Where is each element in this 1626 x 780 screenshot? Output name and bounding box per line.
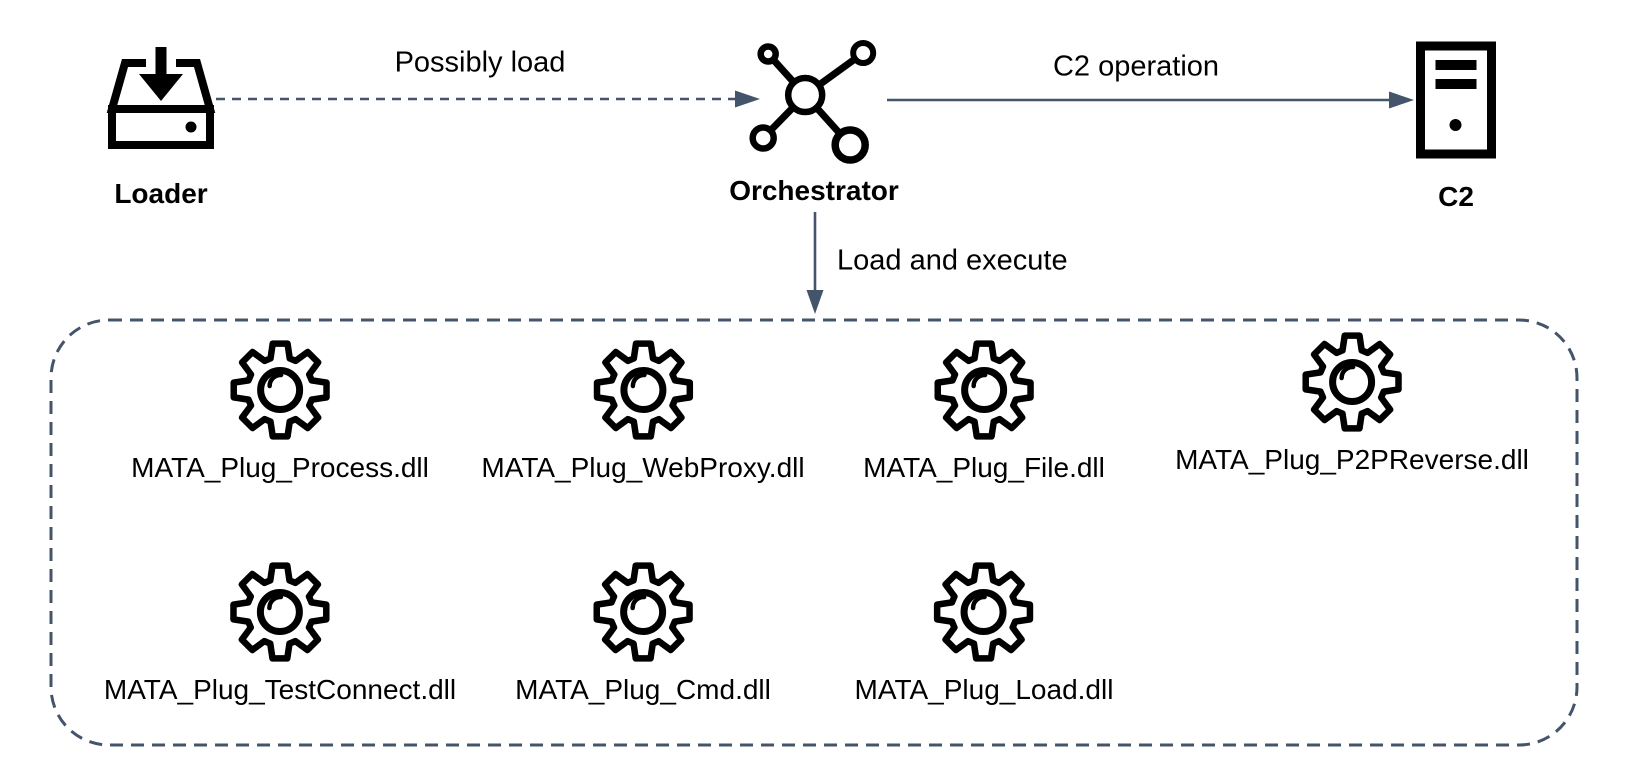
loader-node: Loader bbox=[106, 42, 216, 210]
server-icon bbox=[1416, 41, 1496, 159]
plugin-cmd: MATA_Plug_Cmd.dll bbox=[515, 562, 771, 706]
edge-c2-operation bbox=[887, 91, 1414, 109]
gear-icon bbox=[593, 562, 693, 662]
plugin-file: MATA_Plug_File.dll bbox=[863, 340, 1105, 484]
edge-label-c2-operation: C2 operation bbox=[1052, 50, 1220, 83]
gear-icon bbox=[230, 340, 330, 440]
edge-load-and-execute bbox=[806, 212, 824, 314]
plugin-p2preverse: MATA_Plug_P2PReverse.dll bbox=[1175, 332, 1529, 476]
c2-label: C2 bbox=[1438, 181, 1474, 212]
plugin-testconnect: MATA_Plug_TestConnect.dll bbox=[104, 562, 456, 706]
orchestrator-node: Orchestrator bbox=[729, 35, 899, 207]
plugins-group-border bbox=[49, 318, 1579, 747]
network-hub-icon bbox=[749, 40, 877, 164]
gear-icon bbox=[230, 562, 330, 662]
arrowhead-right-icon bbox=[1389, 91, 1414, 109]
arrowhead-down-icon bbox=[806, 290, 824, 314]
plugin-label: MATA_Plug_WebProxy.dll bbox=[481, 452, 805, 483]
loader-label: Loader bbox=[114, 178, 208, 209]
plugin-label: MATA_Plug_P2PReverse.dll bbox=[1175, 444, 1529, 475]
arrowhead-right-icon bbox=[735, 90, 760, 108]
edge-label-load-and-execute: Load and execute bbox=[837, 244, 1068, 277]
plugin-webproxy: MATA_Plug_WebProxy.dll bbox=[481, 340, 805, 484]
edge-possibly-load bbox=[216, 90, 760, 108]
plugin-label: MATA_Plug_File.dll bbox=[863, 452, 1105, 483]
gear-icon bbox=[934, 562, 1034, 662]
gear-icon bbox=[934, 340, 1034, 440]
plugin-label: MATA_Plug_Cmd.dll bbox=[515, 674, 771, 705]
plugin-load: MATA_Plug_Load.dll bbox=[854, 562, 1114, 706]
plugin-label: MATA_Plug_Process.dll bbox=[131, 452, 429, 483]
gear-icon bbox=[593, 340, 693, 440]
edge-label-possibly-load: Possibly load bbox=[394, 46, 566, 79]
gear-icon bbox=[1302, 332, 1402, 432]
download-drive-icon bbox=[106, 47, 216, 149]
plugin-label: MATA_Plug_TestConnect.dll bbox=[103, 674, 457, 705]
orchestrator-label: Orchestrator bbox=[729, 175, 899, 206]
c2-node: C2 bbox=[1416, 41, 1497, 213]
plugin-label: MATA_Plug_Load.dll bbox=[854, 674, 1114, 705]
plugin-process: MATA_Plug_Process.dll bbox=[131, 340, 429, 484]
